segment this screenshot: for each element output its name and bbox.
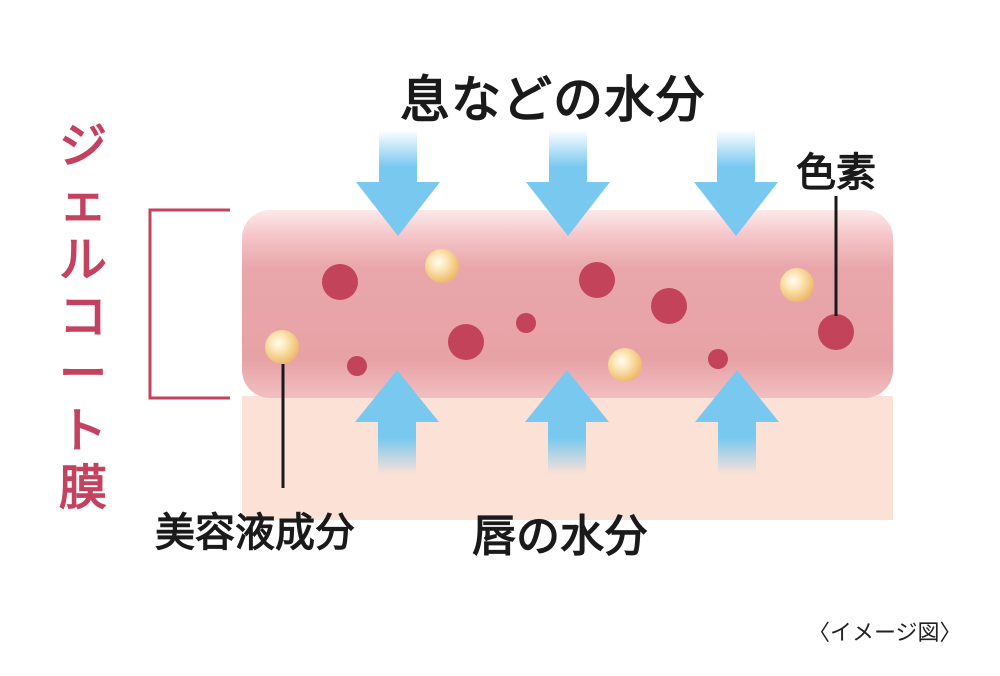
- essence-label: 美容液成分: [155, 510, 355, 556]
- pigment-particle: [818, 314, 854, 350]
- essence-particle: [608, 348, 642, 382]
- essence-particle: [265, 330, 299, 364]
- pigment-particle: [322, 264, 358, 300]
- up-arrow-icon: [695, 370, 779, 474]
- essence-particle: [780, 268, 814, 302]
- pigment-particle: [579, 262, 615, 298]
- essence-particle: [425, 249, 459, 283]
- pigment-particle: [708, 349, 728, 369]
- pigment-particles: [322, 262, 854, 376]
- breath-moisture-arrows: [356, 130, 778, 236]
- lip-moisture-arrows: [355, 370, 779, 474]
- gel-coat-film-label: ジェルコート膜: [58, 118, 107, 516]
- down-arrow-icon: [356, 130, 440, 236]
- down-arrow-icon: [526, 130, 610, 236]
- pigment-particle: [347, 356, 367, 376]
- up-arrow-icon: [525, 370, 609, 474]
- pigment-label: 色素: [796, 150, 876, 196]
- lip-moisture-label: 唇の水分: [472, 511, 648, 562]
- up-arrow-icon: [355, 370, 439, 474]
- gel-film-bracket: [148, 208, 230, 400]
- pigment-particle: [448, 324, 484, 360]
- gel-coat-film: [242, 210, 893, 398]
- image-note: 〈イメージ図〉: [808, 621, 962, 646]
- essence-particles: [265, 249, 814, 382]
- down-arrow-icon: [694, 130, 778, 236]
- pigment-particle: [516, 313, 536, 333]
- pigment-particle: [651, 288, 687, 324]
- breath-moisture-label: 息などの水分: [400, 71, 706, 129]
